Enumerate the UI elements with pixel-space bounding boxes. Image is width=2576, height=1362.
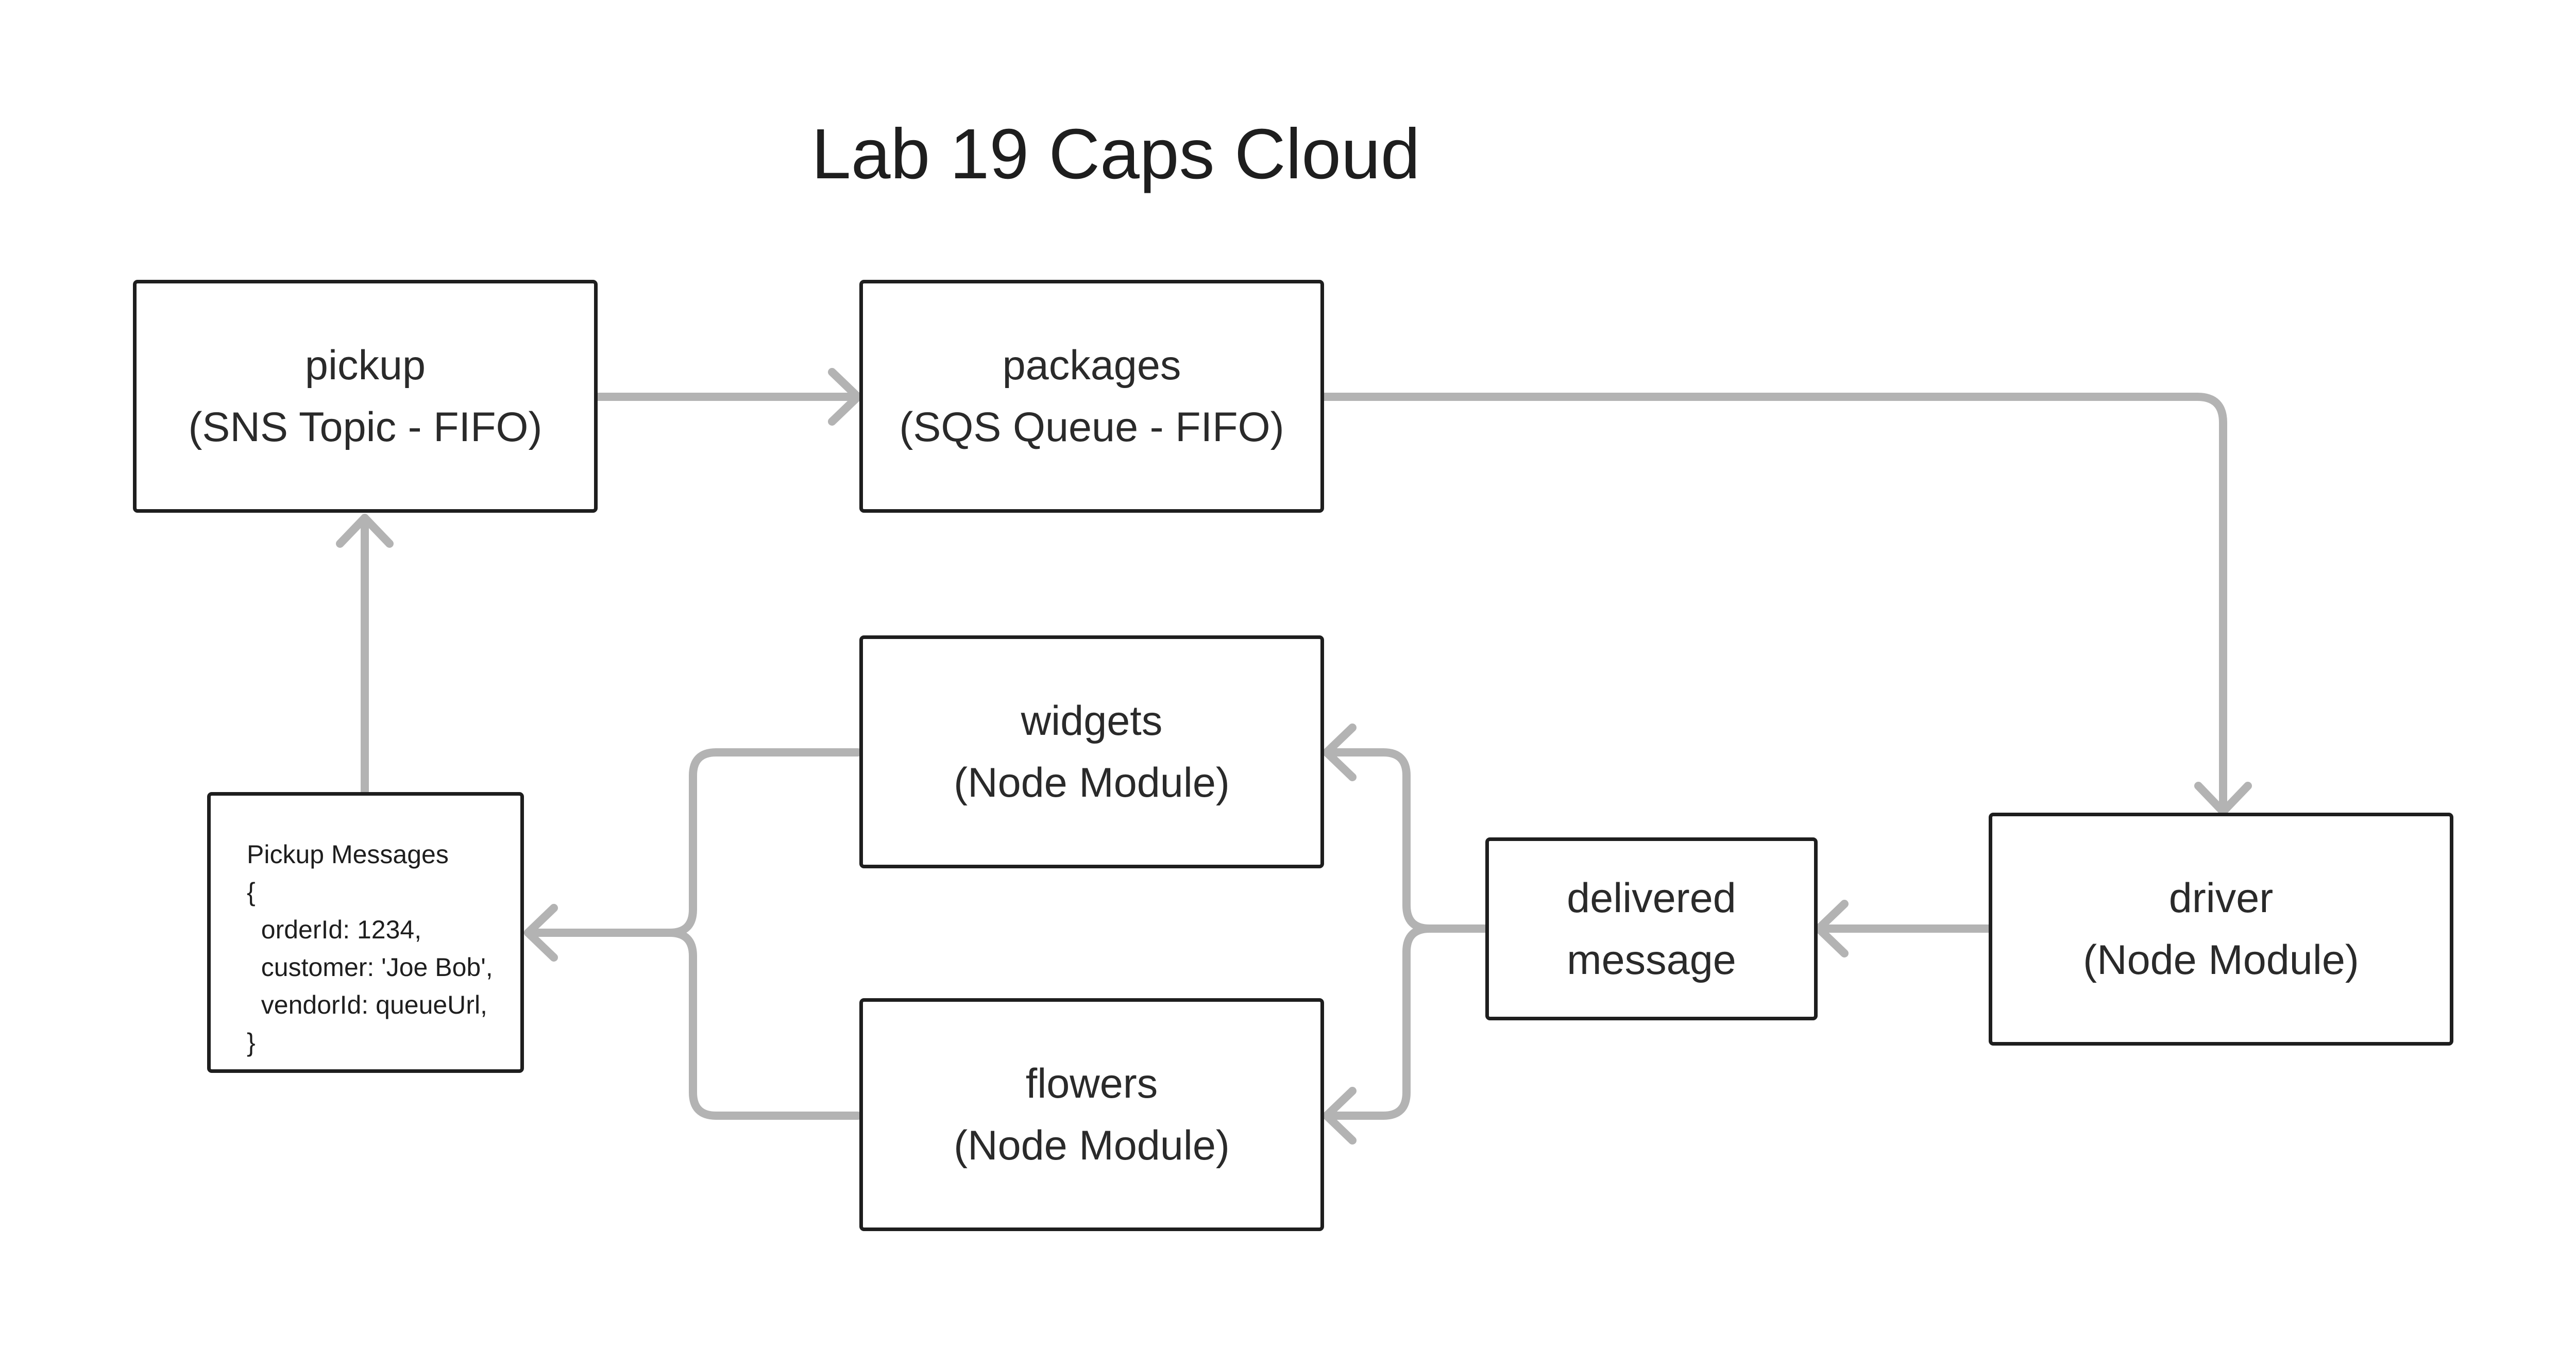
node-sublabel: (SQS Queue - FIFO) [899,404,1284,450]
node-sublabel: (Node Module) [954,760,1230,806]
arrowhead-packages [828,368,862,426]
node-sublabel: (Node Module) [954,1122,1230,1169]
arrowhead-pickup [336,514,394,548]
node-sublabel: (SNS Topic - FIFO) [188,404,543,450]
message-heading: Pickup Messages [247,840,449,869]
message-line: } [247,1028,256,1057]
node-label: pickup [304,342,426,389]
node-label: delivered [1567,875,1736,921]
edge-widgets-to-messages [524,748,862,937]
packages-sqs-queue-box: packages (SQS Queue - FIFO) [859,280,1324,513]
message-line: { [247,878,256,906]
edge-flowers-to-messages [666,929,862,1120]
message-line: customer: 'Joe Bob', [247,953,493,982]
pickup-sns-topic-box: pickup (SNS Topic - FIFO) [133,280,598,513]
diagram-title: Lab 19 Caps Cloud [811,114,1420,194]
node-label: widgets [1021,698,1163,744]
message-line: orderId: 1234, [247,915,422,944]
edge-packages-to-driver [1320,393,2227,816]
node-label: driver [2168,875,2274,921]
node-sublabel: (Node Module) [2083,937,2359,983]
arrowhead-delivered [1815,900,1849,957]
arrowhead-flowers [1323,1087,1357,1145]
flowers-node-module-box: flowers (Node Module) [859,998,1324,1231]
arrowhead-widgets [1323,724,1357,781]
node-label: packages [1002,342,1181,389]
driver-node-module-box: driver (Node Module) [1989,813,2453,1046]
node-sublabel: message [1567,936,1736,983]
pickup-messages-box: Pickup Messages { orderId: 1234, custome… [207,792,524,1073]
edge-delivered-to-flowers [1323,924,1434,1120]
node-label: flowers [1025,1061,1158,1107]
message-line: vendorId: queueUrl, [247,990,487,1019]
delivered-message-box: delivered message [1485,837,1818,1020]
arrowhead-driver [2194,782,2252,816]
widgets-node-module-box: widgets (Node Module) [859,635,1324,868]
arrowhead-messages [524,904,558,962]
